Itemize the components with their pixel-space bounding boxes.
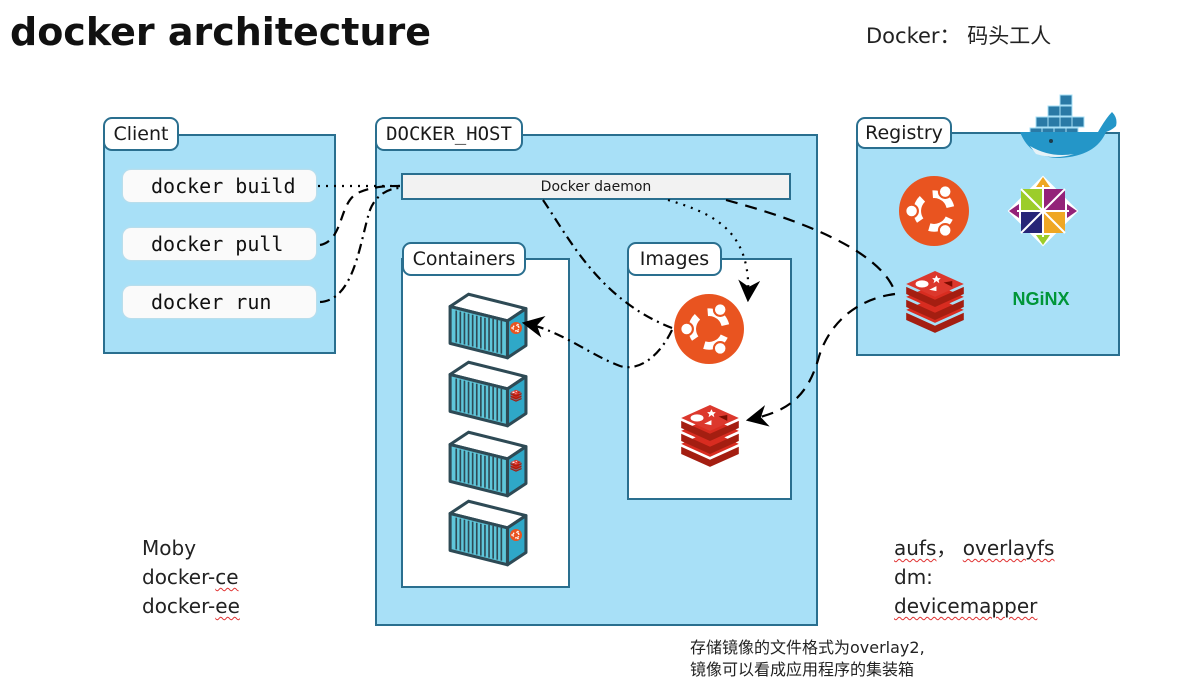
registry-nginx-icon[interactable]: NGiNX bbox=[1012, 289, 1069, 309]
edition-moby: Moby bbox=[142, 536, 197, 560]
storage-aufs: aufs bbox=[894, 536, 937, 560]
pull-line bbox=[319, 184, 401, 247]
client-label: Client bbox=[103, 117, 179, 151]
images-label: Images bbox=[627, 242, 722, 276]
registry-panel bbox=[856, 132, 1120, 356]
overlay2-note-line-2: 镜像可以看成应用程序的集装箱 bbox=[690, 660, 915, 679]
pull-to-registry-line bbox=[725, 198, 897, 293]
edition-prefix: docker- bbox=[142, 594, 216, 618]
edition-ee: docker-ee bbox=[142, 592, 240, 621]
build-to-image-line bbox=[667, 198, 761, 303]
docker-whale-logo-icon bbox=[1020, 94, 1117, 158]
storage-separator: ， bbox=[936, 536, 957, 560]
docker-run-command[interactable]: docker run bbox=[123, 286, 316, 318]
registry-label: Registry bbox=[856, 117, 952, 149]
overlay2-note: 存储镜像的文件格式为overlay2, 镜像可以看成应用程序的集装箱 bbox=[690, 637, 925, 681]
registry-ubuntu-icon[interactable] bbox=[899, 176, 969, 246]
storage-line-1: aufs， overlayfs bbox=[894, 534, 1054, 563]
page-title: docker architecture bbox=[10, 10, 432, 54]
editions-note: Moby docker-ce docker-ee bbox=[142, 534, 240, 621]
docker-daemon-bar[interactable]: Docker daemon bbox=[401, 173, 791, 200]
registry-centos-icon[interactable] bbox=[1007, 175, 1079, 247]
overlay2-note-line-1: 存储镜像的文件格式为overlay2, bbox=[690, 638, 925, 657]
docker-host-label: DOCKER_HOST bbox=[375, 117, 523, 151]
storage-overlayfs: overlayfs bbox=[962, 536, 1055, 560]
edition-ce-suffix: ce bbox=[215, 565, 239, 589]
registry-redis-icon[interactable] bbox=[906, 270, 964, 333]
registry-to-image-line bbox=[745, 292, 896, 427]
image-to-container-line bbox=[521, 315, 673, 369]
storage-line-3: devicemapper bbox=[894, 594, 1038, 618]
containers-label: Containers bbox=[402, 242, 526, 276]
connection-lines bbox=[318, 184, 897, 427]
container-item[interactable] bbox=[448, 292, 528, 360]
run-line bbox=[319, 186, 401, 304]
storage-line-2: dm: bbox=[894, 565, 933, 589]
edition-ce: docker-ce bbox=[142, 563, 240, 592]
storage-driver-note: aufs， overlayfs dm: devicemapper bbox=[894, 534, 1054, 621]
ubuntu-image-icon[interactable] bbox=[674, 294, 744, 364]
docker-pull-command[interactable]: docker pull bbox=[123, 228, 316, 260]
edition-ee-suffix: ee bbox=[215, 594, 240, 618]
edition-prefix: docker- bbox=[142, 565, 216, 589]
container-item[interactable] bbox=[448, 499, 528, 567]
container-item[interactable] bbox=[448, 430, 528, 498]
page-subtitle: Docker： 码头工人 bbox=[866, 24, 1052, 48]
docker-build-command[interactable]: docker build bbox=[123, 170, 316, 202]
run-to-image-line bbox=[542, 199, 673, 330]
container-item[interactable] bbox=[448, 360, 528, 428]
redis-image-icon[interactable] bbox=[681, 404, 739, 467]
